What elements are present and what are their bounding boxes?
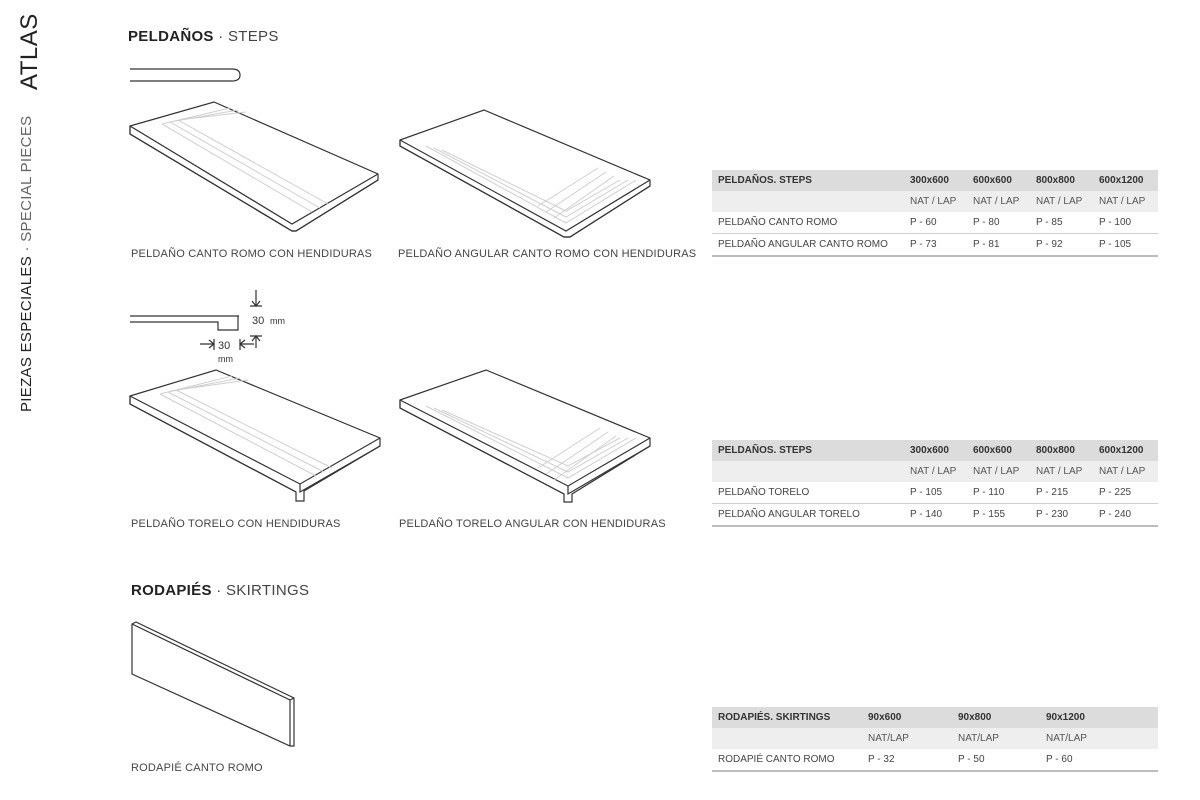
rodapie-canto-romo-drawing — [131, 621, 295, 747]
table-cell: P - 240 — [1093, 503, 1158, 527]
table-cell: P - 230 — [1030, 503, 1093, 527]
subheader-cell: NAT/LAP — [952, 728, 1040, 749]
caption-peldano-torelo-angular: PELDAÑO TORELO ANGULAR CON HENDIDURAS — [399, 518, 666, 530]
skirtings-table: RODAPIÉS. SKIRTINGS 90x600 90x800 90x120… — [712, 707, 1158, 772]
steps-title-main: PELDAÑOS — [128, 28, 214, 45]
steps-table-2-subheader: NAT / LAP NAT / LAP NAT / LAP NAT / LAP — [712, 461, 1158, 482]
skirtings-title-separator: · — [211, 582, 226, 599]
caption-peldano-torelo: PELDAÑO TORELO CON HENDIDURAS — [131, 518, 341, 530]
steps-table-1-subheader: NAT / LAP NAT / LAP NAT / LAP NAT / LAP — [712, 191, 1158, 212]
subheader-cell: NAT/LAP — [862, 728, 952, 749]
subheader-cell: NAT / LAP — [967, 191, 1030, 212]
horizontal-dimension-value: 30 — [218, 340, 230, 352]
table-cell: P - 80 — [967, 212, 1030, 234]
table-row: PELDAÑO TORELO P - 105 P - 110 P - 215 P… — [712, 482, 1158, 504]
subheader-cell — [712, 191, 904, 212]
horizontal-dimension-unit: mm — [218, 354, 233, 364]
skirtings-title-sub: SKIRTINGS — [225, 582, 310, 599]
table-row: RODAPIÉ CANTO ROMO P - 32 P - 50 P - 60 — [712, 749, 1158, 772]
table-cell: P - 215 — [1030, 482, 1093, 504]
subheader-cell: NAT / LAP — [967, 461, 1030, 482]
side-section-label: PIEZAS ESPECIALES · SPECIAL PIECES — [18, 116, 35, 412]
steps-section-title: PELDAÑOS · STEPS — [128, 28, 279, 45]
vertical-dimension-value: 30 — [252, 315, 264, 327]
table-cell: PELDAÑO ANGULAR TORELO — [712, 503, 904, 527]
side-section-sub: SPECIAL PIECES — [18, 115, 35, 242]
caption-peldano-angular-canto-romo: PELDAÑO ANGULAR CANTO ROMO CON HENDIDURA… — [398, 248, 697, 260]
header-cell: PELDAÑOS. STEPS — [712, 170, 904, 191]
side-section-separator: · — [18, 241, 35, 256]
subheader-cell: NAT / LAP — [904, 461, 967, 482]
subheader-cell: NAT/LAP — [1040, 728, 1158, 749]
skirtings-table-subheader: NAT/LAP NAT/LAP NAT/LAP — [712, 728, 1158, 749]
header-cell: 300x600 — [904, 170, 967, 191]
table-row: PELDAÑO ANGULAR TORELO P - 140 P - 155 P… — [712, 503, 1158, 527]
skirtings-table-header: RODAPIÉS. SKIRTINGS 90x600 90x800 90x120… — [712, 707, 1158, 728]
subheader-cell — [712, 728, 862, 749]
table-cell: RODAPIÉ CANTO ROMO — [712, 749, 862, 772]
header-cell: 600x1200 — [1093, 440, 1158, 461]
subheader-cell: NAT / LAP — [1093, 191, 1158, 212]
peldano-angular-canto-romo-drawing — [399, 109, 651, 238]
table-cell: P - 155 — [967, 503, 1030, 527]
header-cell: PELDAÑOS. STEPS — [712, 440, 904, 461]
table-cell: P - 32 — [862, 749, 952, 772]
caption-peldano-canto-romo: PELDAÑO CANTO ROMO CON HENDIDURAS — [131, 248, 373, 260]
side-section-main: PIEZAS ESPECIALES — [18, 256, 35, 412]
table-cell: P - 105 — [1093, 233, 1158, 257]
table-cell: P - 60 — [904, 212, 967, 234]
subheader-cell — [712, 461, 904, 482]
table-row: PELDAÑO ANGULAR CANTO ROMO P - 73 P - 81… — [712, 233, 1158, 257]
header-cell: 600x600 — [967, 170, 1030, 191]
table-cell: PELDAÑO TORELO — [712, 482, 904, 504]
caption-rodapie-canto-romo: RODAPIÉ CANTO ROMO — [131, 762, 263, 774]
subheader-cell: NAT / LAP — [1030, 191, 1093, 212]
table-row: PELDAÑO CANTO ROMO P - 60 P - 80 P - 85 … — [712, 212, 1158, 234]
table-cell: P - 100 — [1093, 212, 1158, 234]
table-cell: P - 140 — [904, 503, 967, 527]
steps-table-2-header: PELDAÑOS. STEPS 300x600 600x600 800x800 … — [712, 440, 1158, 461]
skirtings-section-title: RODAPIÉS · SKIRTINGS — [131, 582, 309, 599]
table-cell: P - 73 — [904, 233, 967, 257]
subheader-cell: NAT / LAP — [904, 191, 967, 212]
table-cell: P - 50 — [952, 749, 1040, 772]
table-cell: P - 110 — [967, 482, 1030, 504]
steps-table-2: PELDAÑOS. STEPS 300x600 600x600 800x800 … — [712, 440, 1158, 527]
header-cell: RODAPIÉS. SKIRTINGS — [712, 707, 862, 728]
table-cell: P - 225 — [1093, 482, 1158, 504]
header-cell: 600x600 — [967, 440, 1030, 461]
table-cell: P - 60 — [1040, 749, 1158, 772]
header-cell: 800x800 — [1030, 440, 1093, 461]
torelo-profile-dimension-drawing: 30 mm 30 mm — [130, 290, 285, 364]
subheader-cell: NAT / LAP — [1093, 461, 1158, 482]
header-cell: 600x1200 — [1093, 170, 1158, 191]
header-cell: 300x600 — [904, 440, 967, 461]
table-cell: PELDAÑO ANGULAR CANTO ROMO — [712, 233, 904, 257]
peldano-torelo-drawing — [129, 369, 381, 502]
steps-title-separator: · — [213, 28, 228, 45]
steps-table-1-header: PELDAÑOS. STEPS 300x600 600x600 800x800 … — [712, 170, 1158, 191]
table-cell: P - 81 — [967, 233, 1030, 257]
skirtings-title-main: RODAPIÉS — [131, 582, 212, 599]
header-cell: 90x1200 — [1040, 707, 1158, 728]
table-cell: P - 85 — [1030, 212, 1093, 234]
steps-title-sub: STEPS — [227, 28, 279, 45]
steps-table-1: PELDAÑOS. STEPS 300x600 600x600 800x800 … — [712, 170, 1158, 257]
subheader-cell: NAT / LAP — [1030, 461, 1093, 482]
table-cell: P - 105 — [904, 482, 967, 504]
header-cell: 800x800 — [1030, 170, 1093, 191]
brand-logo-text: ATLAS — [16, 13, 43, 90]
vertical-dimension-unit: mm — [270, 316, 285, 326]
table-cell: PELDAÑO CANTO ROMO — [712, 212, 904, 234]
peldano-torelo-angular-drawing — [399, 369, 651, 503]
header-cell: 90x800 — [952, 707, 1040, 728]
header-cell: 90x600 — [862, 707, 952, 728]
table-cell: P - 92 — [1030, 233, 1093, 257]
peldano-canto-romo-drawing — [129, 101, 379, 232]
canto-romo-profile-drawing — [130, 68, 241, 82]
